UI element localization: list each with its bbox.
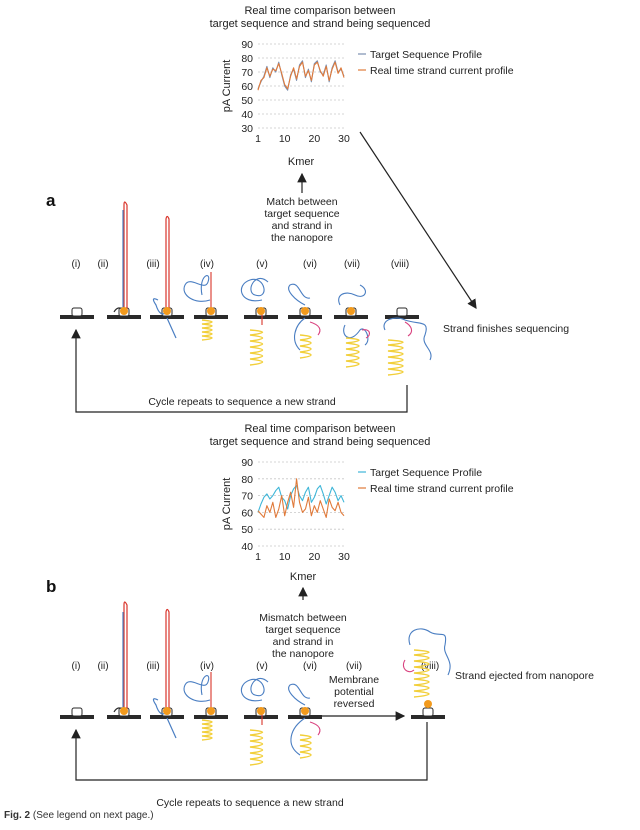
chart-a-series-line-2 [257, 61, 345, 91]
panel-b-membrane-line2: potential [334, 686, 374, 698]
panel-a-stage-label-ii: (ii) [97, 259, 108, 270]
panel-b-ejected-label: Strand ejected from nanopore [455, 670, 594, 682]
chart-a-x-tick-label: 30 [338, 133, 350, 145]
chart-a-legend-label-2: Real time strand current profile [370, 65, 514, 77]
panel-a-strand-iii [152, 215, 177, 339]
panel-a-strand-vi [288, 283, 321, 359]
chart-b-y-tick-label: 60 [241, 507, 253, 519]
panel-b-chart-title-line2: target sequence and strand being sequenc… [210, 436, 431, 448]
panel-a-match-line1: Match between [266, 196, 337, 208]
chart-b-legend-label-1: Target Sequence Profile [370, 467, 482, 479]
chart-b-y-tick-label: 80 [241, 474, 253, 486]
chart-a-y-tick-label: 30 [241, 123, 253, 135]
panel-a-chart-title-line1: Real time comparison between [244, 5, 395, 17]
panel-a-stage-label-viii: (viii) [391, 259, 409, 270]
panel-b-stage-label-iii: (iii) [146, 661, 159, 672]
panel-b-mismatch-line1: Mismatch between [259, 612, 347, 624]
panel-b-membrane-line1: Membrane [329, 674, 379, 686]
chart-a-y-axis-label: pA Current [221, 60, 233, 113]
figure-caption-text: (See legend on next page.) [32, 810, 154, 821]
panel-b-membrane-line3: reversed [334, 698, 375, 710]
panel-b-stage-label-iv: (iv) [200, 661, 214, 672]
panel-a-stage-label-vii: (vii) [344, 259, 360, 270]
chart-a-y-tick-label: 60 [241, 81, 253, 93]
figure-number: Fig. 2 [4, 810, 31, 821]
chart-b-y-tick-label: 40 [241, 541, 253, 553]
panel-a-stage-label-i: (i) [72, 259, 81, 270]
chart-a-x-tick-label: 10 [279, 133, 291, 145]
chart-b-y-axis-label: pA Current [221, 478, 233, 531]
panel-b-stage-label-vii: (vii) [346, 661, 362, 672]
chart-b-series-line-1 [257, 484, 345, 513]
panel-b-chart-title-line1: Real time comparison between [244, 423, 395, 435]
panel-a-strand-viii [383, 317, 432, 376]
panel-b-membranes [60, 715, 445, 719]
panel-a-kmer-label: Kmer [288, 156, 315, 168]
chart-a-x-tick-label: 20 [309, 133, 321, 145]
chart-b-y-tick-label: 90 [241, 457, 253, 469]
chart-a-y-tick-label: 80 [241, 53, 253, 65]
panel-b-mismatch-line4: the nanopore [272, 648, 334, 660]
panel-a-stage-label-iv: (iv) [200, 259, 214, 270]
chart-b-x-tick-label: 20 [309, 551, 321, 563]
panel-a-stage-label-vi: (vi) [303, 259, 317, 270]
figure-caption: Fig. 2 (See legend on next page.) [4, 810, 154, 821]
chart-b-y-tick-label: 70 [241, 491, 253, 503]
panel-b-cycle-label: Cycle repeats to sequence a new strand [156, 797, 344, 809]
panel-a-finish-label: Strand finishes sequencing [443, 323, 569, 335]
chart-a-y-tick-label: 40 [241, 109, 253, 121]
panel-b-cycle-loop [71, 722, 428, 781]
panel-a-chart-title-line2: target sequence and strand being sequenc… [210, 18, 431, 30]
panel-b-kmer-label: Kmer [290, 571, 317, 583]
chart-a-y-tick-label: 50 [241, 95, 253, 107]
panel-b-stage-label-ii: (ii) [97, 661, 108, 672]
chart-b-y-tick-label: 50 [241, 524, 253, 536]
panel-a-line-chart: 30 40 50 60 70 80 90 1 10 20 30 pA Current Target Se… [221, 39, 514, 145]
panel-a: Real time comparison between target sequ… [46, 5, 569, 413]
chart-b-x-tick-label: 10 [279, 551, 291, 563]
panel-a-strand-ii [113, 201, 128, 315]
panel-a-stage-label-iii: (iii) [146, 259, 159, 270]
panel-b-stage-label-vi: (vi) [303, 661, 317, 672]
panel-b-line-chart: 40 50 60 70 80 90 1 10 20 30 pA Current Target Sequ… [221, 457, 514, 563]
panel-a-strand-vii [338, 284, 371, 368]
panel-b-mismatch-line2: target sequence [265, 624, 340, 636]
panel-a-letter: a [46, 191, 56, 210]
panel-b-strand-vi [288, 683, 321, 759]
panel-b-stage-label-viii: (viii) [421, 661, 439, 672]
chart-b-x-tick-label: 30 [338, 551, 350, 563]
panel-b-stage-label-i: (i) [72, 661, 81, 672]
panel-b-letter: b [46, 577, 56, 596]
panel-b-strand-iii [152, 608, 177, 739]
chart-a-y-tick-label: 70 [241, 67, 253, 79]
panel-b-stage-label-v: (v) [256, 661, 268, 672]
chart-b-x-tick-label: 1 [255, 551, 261, 563]
panel-a-strand-iv [183, 272, 215, 341]
chart-a-legend-label-1: Target Sequence Profile [370, 49, 482, 61]
panel-b: Real time comparison between target sequ… [46, 423, 594, 809]
panel-a-strand-v [240, 277, 269, 366]
panel-b-strand-iv [183, 672, 215, 741]
panel-b-mismatch-line3: and strand in [273, 636, 334, 648]
panel-a-cycle-loop [71, 328, 408, 413]
panel-b-strand-ii [113, 601, 128, 715]
chart-b-legend-label-2: Real time strand current profile [370, 483, 514, 495]
chart-a-y-tick-label: 90 [241, 39, 253, 51]
chart-b-series-line-2 [257, 478, 345, 518]
panel-a-membranes [60, 315, 419, 319]
panel-a-stage-label-v: (v) [256, 259, 268, 270]
panel-a-match-line3: and strand in [272, 220, 333, 232]
panel-a-diagonal-arrow [359, 131, 477, 310]
panel-a-match-line2: target sequence [264, 208, 339, 220]
panel-a-cycle-label: Cycle repeats to sequence a new strand [148, 396, 336, 408]
panel-b-strand-v [240, 677, 269, 766]
panel-b-strand-viii [402, 628, 451, 708]
chart-a-x-tick-label: 1 [255, 133, 261, 145]
panel-a-match-line4: the nanopore [271, 232, 333, 244]
